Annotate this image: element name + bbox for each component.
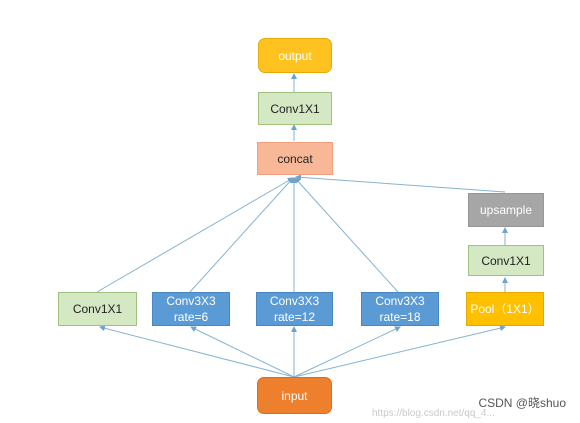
upsample-label: upsample — [479, 203, 533, 217]
conv3x3-rate18-line1: Conv3X3 — [375, 294, 425, 308]
edge-input-rate6 — [190, 326, 295, 378]
conv3x3-rate6-node: Conv3X3 rate=6 — [152, 292, 230, 326]
branch-conv1x1-node: Conv1X1 — [58, 292, 137, 326]
concat-label: concat — [277, 151, 313, 166]
csdn-watermark: CSDN @晓shuo — [478, 396, 566, 410]
input-node: input — [257, 377, 332, 414]
conv3x3-rate6-line1: Conv3X3 — [166, 294, 216, 308]
conv3x3-rate18-line2: rate=18 — [379, 310, 421, 324]
edge-rate18-concat — [294, 177, 399, 293]
edge-rate6-concat — [189, 177, 294, 293]
branch-conv1x1-label: Conv1X1 — [72, 302, 123, 316]
output-node: output — [258, 38, 332, 73]
right-conv1x1-label: Conv1X1 — [481, 253, 531, 268]
edge-conv1x1-concat — [96, 177, 294, 293]
conv3x3-rate12-node: Conv3X3 rate=12 — [256, 292, 333, 326]
concat-node: concat — [257, 142, 333, 175]
url-watermark: https://blog.csdn.net/qq_4... — [372, 408, 495, 419]
top-conv1x1-node: Conv1X1 — [258, 92, 332, 125]
pool-node: Pool（1X1） — [466, 292, 544, 326]
upsample-node: upsample — [468, 193, 544, 227]
right-conv1x1-node: Conv1X1 — [468, 245, 544, 276]
conv3x3-rate12-line1: Conv3X3 — [269, 294, 320, 308]
conv3x3-rate18-node: Conv3X3 rate=18 — [361, 292, 439, 326]
edge-input-pool — [293, 325, 506, 378]
pool-label: Pool（1X1） — [470, 302, 540, 316]
edge-input-conv1x1 — [99, 325, 295, 378]
edge-upsample-concat — [295, 174, 506, 193]
top-conv1x1-label: Conv1X1 — [270, 101, 320, 116]
edge-input-rate18 — [293, 326, 401, 378]
input-label: input — [281, 388, 308, 403]
conv3x3-rate6-line2: rate=6 — [173, 310, 209, 324]
output-label: output — [278, 48, 312, 63]
conv3x3-rate12-line2: rate=12 — [273, 310, 316, 324]
